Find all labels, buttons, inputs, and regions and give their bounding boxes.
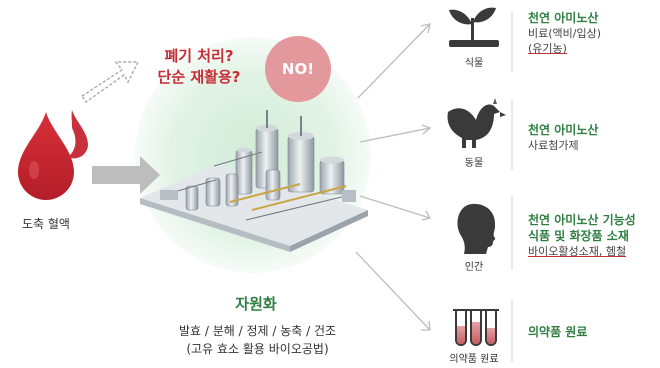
output-animal: 천연 아미노산 사료첨가제 <box>528 122 598 153</box>
output-human-title-1: 천연 아미노산 기능성 <box>528 213 636 227</box>
output-human-desc-1: 바이오활성소재, 헴철 <box>528 245 627 258</box>
output-human-title-2: 식품 및 화장품 소재 <box>528 229 629 243</box>
solid-arrow-icon <box>92 156 160 194</box>
no-badge: NO! <box>265 36 331 102</box>
human-head-icon <box>457 203 496 254</box>
question-line-1: 폐기 처리? <box>164 47 234 65</box>
output-animal-title: 천연 아미노산 <box>528 123 599 137</box>
source-label: 도축 혈액 <box>22 217 70 231</box>
process-method: (고유 효소 활용 바이오공법) <box>186 342 329 356</box>
process-steps: 발효 / 분해 / 정제 / 농축 / 건조 <box>178 324 337 338</box>
process-title: 자원화 <box>235 295 277 313</box>
output-plant-desc-2: (유기농) <box>528 42 567 55</box>
question-line-2: 단순 재활용? <box>157 68 241 86</box>
output-plant-desc-1: 비료(액비/입상) <box>528 27 602 40</box>
output-label-plant: 식물 <box>464 58 484 69</box>
output-medicine-title: 의약품 원료 <box>528 325 588 339</box>
output-plant-title: 천연 아미노산 <box>528 11 599 25</box>
output-medicine: 의약품 원료 <box>528 324 587 340</box>
connector-arrows <box>355 23 432 331</box>
dashed-arrow-icon <box>81 61 140 103</box>
plant-icon <box>449 7 499 47</box>
test-tubes-icon <box>453 309 499 346</box>
output-label-animal: 동물 <box>464 158 484 169</box>
blood-drops-icon <box>18 110 88 200</box>
industrial-plant-illustration <box>140 110 368 252</box>
chicken-icon <box>447 98 506 148</box>
output-human: 천연 아미노산 기능성 식품 및 화장품 소재 바이오활성소재, 헴철 <box>528 212 636 259</box>
output-plant: 천연 아미노산 비료(액비/입상) (유기농) <box>528 10 601 56</box>
output-label-medicine: 의약품 원료 <box>449 354 499 365</box>
output-animal-desc-1: 사료첨가제 <box>528 139 579 152</box>
output-label-human: 인간 <box>464 262 484 273</box>
